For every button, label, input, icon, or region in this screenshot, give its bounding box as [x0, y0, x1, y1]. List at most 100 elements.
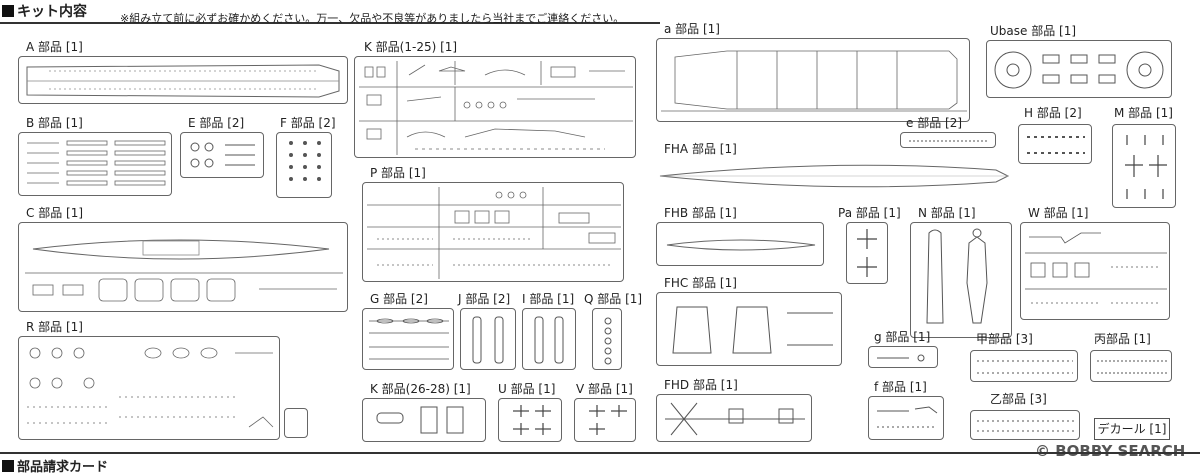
- label-h-parts: H 部品 [2]: [1024, 106, 1082, 120]
- sprue-k1: [354, 56, 636, 158]
- label-f-lower-parts: f 部品 [1]: [874, 380, 927, 394]
- label-fhd-parts: FHD 部品 [1]: [664, 378, 738, 392]
- sprue-fhd: [656, 394, 812, 442]
- sprue-u: [498, 398, 562, 442]
- label-k-parts-26-28: K 部品(26-28) [1]: [370, 382, 471, 396]
- sprue-g-lower: [868, 346, 938, 368]
- label-r-parts: R 部品 [1]: [26, 320, 83, 334]
- sprue-n-drawing: [926, 228, 988, 324]
- decal-box: デカール [1]: [1094, 418, 1170, 440]
- label-q-parts: Q 部品 [1]: [584, 292, 643, 306]
- sprue-a: [18, 56, 348, 104]
- label-fhc-parts: FHC 部品 [1]: [664, 276, 737, 290]
- label-f-parts: F 部品 [2]: [280, 116, 336, 130]
- sprue-j-drawing: [472, 316, 504, 364]
- label-b-parts: B 部品 [1]: [26, 116, 83, 130]
- sprue-m: [1112, 124, 1176, 208]
- sprue-g: [362, 308, 454, 370]
- label-fhb-parts: FHB 部品 [1]: [664, 206, 737, 220]
- sprue-g-drawing: [369, 318, 449, 360]
- sprue-m-drawing: [1125, 135, 1167, 199]
- sprue-i-drawing: [534, 316, 564, 364]
- sprue-p: [362, 182, 624, 282]
- label-e-parts: E 部品 [2]: [188, 116, 245, 130]
- label-c-parts: C 部品 [1]: [26, 206, 84, 220]
- sprue-b: [18, 132, 172, 196]
- watermark: © BOBBY SEARCH: [1035, 442, 1186, 460]
- sprue-g-lower-drawing: [877, 354, 925, 362]
- sprue-otsu-drawing: [977, 420, 1075, 432]
- hull-fha-drawing: [659, 164, 1010, 188]
- sprue-ubase-drawing: [994, 51, 1164, 89]
- sprue-f-drawing: [289, 141, 321, 181]
- sprue-n: [910, 222, 1012, 338]
- sprue-pa: [846, 222, 888, 284]
- sprue-k2-drawing: [376, 406, 464, 434]
- label-m-parts: M 部品 [1]: [1114, 106, 1173, 120]
- sprue-hei-drawing: [1097, 360, 1167, 374]
- sprue-j: [460, 308, 516, 370]
- label-v-parts: V 部品 [1]: [576, 382, 633, 396]
- sprue-r-extra: [284, 408, 308, 438]
- sprue-a-drawing: [26, 64, 340, 98]
- inspection-note: ※組み立て前に必ずお確かめください。万一、欠品や不良等がありましたら当社までご連…: [120, 12, 625, 25]
- label-a-parts: A 部品 [1]: [26, 40, 83, 54]
- sprue-b-drawing: [27, 140, 166, 186]
- label-fha-parts: FHA 部品 [1]: [664, 142, 737, 156]
- label-g-parts: G 部品 [2]: [370, 292, 428, 306]
- sprue-f-lower-drawing: [877, 406, 938, 428]
- title-square-icon: [2, 5, 14, 17]
- sprue-fhc-drawing: [672, 306, 833, 354]
- sprue-h: [1018, 124, 1092, 164]
- sprue-q: [592, 308, 622, 370]
- label-a-lower-parts: a 部品 [1]: [664, 22, 720, 36]
- label-w-parts: W 部品 [1]: [1028, 206, 1089, 220]
- label-n-parts: N 部品 [1]: [918, 206, 976, 220]
- sprue-u-drawing: [513, 405, 551, 435]
- sprue-otsu: [970, 410, 1080, 440]
- sprue-w: [1020, 222, 1170, 320]
- footer-square-icon: [2, 460, 14, 472]
- sprue-f-lower: [868, 396, 944, 440]
- sprue-fhb: [656, 222, 824, 266]
- label-pa-parts: Pa 部品 [1]: [838, 206, 901, 220]
- sprue-a-lower: [656, 38, 970, 122]
- sprue-c: [18, 222, 348, 312]
- label-hei-parts: 丙部品 [1]: [1094, 332, 1151, 346]
- sprue-pa-drawing: [857, 229, 877, 277]
- sprue-hei: [1090, 350, 1172, 382]
- sprue-e-lower-drawing: [909, 140, 989, 142]
- label-p-parts: P 部品 [1]: [370, 166, 426, 180]
- sprue-v-drawing: [589, 405, 627, 435]
- sprue-r-drawing: [27, 347, 274, 428]
- sprue-k2: [362, 398, 486, 442]
- sprue-ko-drawing: [977, 360, 1073, 374]
- section-title: キット内容: [2, 2, 87, 22]
- label-i-parts: I 部品 [1]: [522, 292, 575, 306]
- sprue-r: [18, 336, 280, 440]
- footer-rule: [0, 452, 1200, 454]
- label-ubase-parts: Ubase 部品 [1]: [990, 24, 1077, 38]
- sprue-e-drawing: [190, 142, 255, 168]
- label-g-lower-parts: g 部品 [1]: [874, 330, 931, 344]
- label-k-parts-1-25: K 部品(1-25) [1]: [364, 40, 458, 54]
- sprue-c-drawing: [25, 239, 343, 302]
- footer-title: 部品請求カード: [2, 456, 108, 475]
- sprue-e: [180, 132, 264, 178]
- sprue-e-lower: [900, 132, 996, 148]
- sprue-f: [276, 132, 332, 198]
- label-e-lower-parts: e 部品 [2]: [906, 116, 963, 130]
- sprue-fhd-drawing: [665, 402, 805, 436]
- title-rule: [0, 22, 660, 24]
- sprue-h-drawing: [1027, 136, 1085, 154]
- sprue-q-drawing: [604, 317, 612, 365]
- sprue-fhc: [656, 292, 842, 366]
- label-j-parts: J 部品 [2]: [458, 292, 511, 306]
- sprue-w-drawing: [1025, 232, 1167, 304]
- sprue-ubase: [986, 40, 1172, 98]
- sprue-k1-drawing: [359, 61, 633, 155]
- sprue-v: [574, 398, 636, 442]
- label-u-parts: U 部品 [1]: [498, 382, 556, 396]
- sprue-p-drawing: [367, 187, 621, 279]
- label-ko-parts: 甲部品 [3]: [976, 332, 1033, 346]
